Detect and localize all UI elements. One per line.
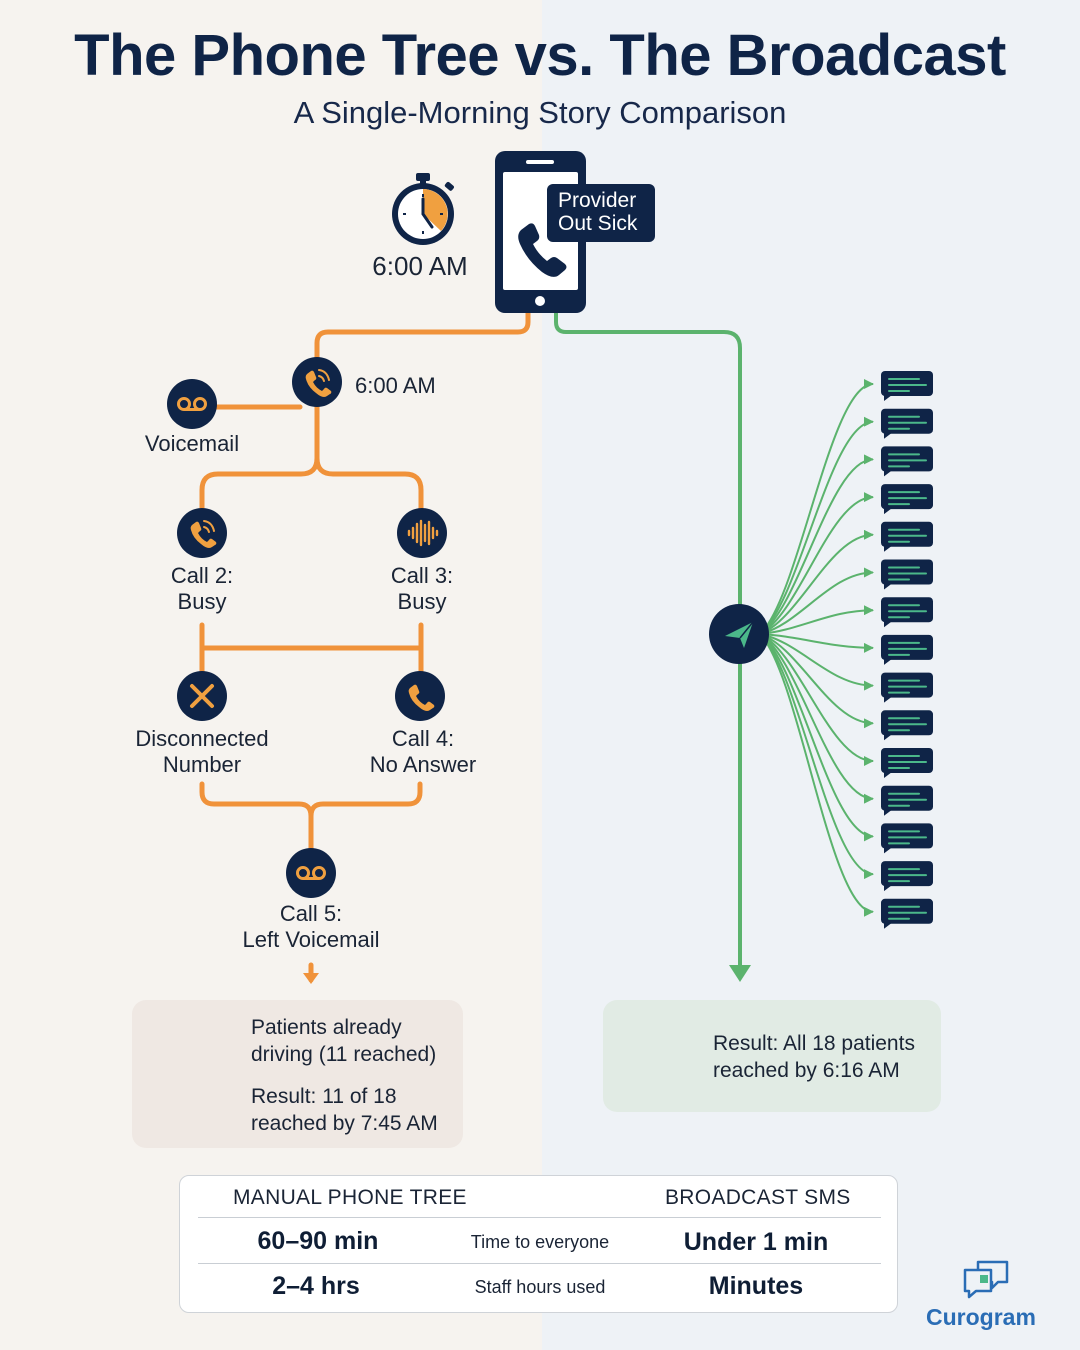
broadcast-result-card: Result: All 18 patients reached by 6:16 … (603, 1000, 941, 1112)
provider-out-sick-bubble: Provider Out Sick (547, 184, 655, 242)
down-arrow-icon (303, 973, 319, 984)
broadcast-line (759, 633, 874, 880)
broadcast-connectors (554, 312, 933, 982)
phone-tree-result-line-2: reached by 7:45 AM (251, 1112, 438, 1135)
first-call-time: 6:00 AM (355, 373, 436, 398)
phone-icon (395, 671, 445, 721)
message-bubble-icon (881, 371, 933, 401)
message-bubble-icon (881, 446, 933, 477)
table-row-1-right: Under 1 min (683, 1228, 829, 1256)
broadcast-line (759, 416, 874, 635)
message-bubble-icon (881, 634, 933, 665)
send-icon (709, 604, 769, 664)
page-subtitle: A Single-Morning Story Comparison (293, 95, 787, 130)
call-5-label: Call 5: Left Voicemail (221, 901, 401, 953)
message-bubble-icon (881, 861, 933, 892)
stopwatch-icon (392, 173, 454, 245)
broadcast-line (759, 633, 874, 653)
message-bubble-icon (881, 748, 933, 778)
broadcast-line (759, 633, 874, 729)
message-stack (881, 371, 933, 929)
broadcast-line (759, 633, 874, 766)
phone-tree-connectors (199, 309, 531, 983)
disconnected-label: Disconnected Number (122, 726, 282, 778)
message-bubble-icon (881, 408, 933, 439)
patients-driving-line-1: Patients already (251, 1016, 402, 1039)
table-row-1-left: 60–90 min (257, 1227, 379, 1255)
broadcast-line (759, 633, 874, 842)
broadcast-result-line-2: reached by 6:16 AM (713, 1059, 900, 1082)
broadcast-line (759, 633, 874, 804)
broadcast-line (759, 633, 874, 691)
right-column-header: BROADCAST SMS (665, 1186, 851, 1209)
patients-driving-text: Patients already driving (11 reached) (251, 1014, 436, 1068)
phone-tree-result-card: Patients already driving (11 reached) Re… (132, 1000, 463, 1148)
phone-tree-result-text: Result: 11 of 18 reached by 7:45 AM (251, 1083, 438, 1137)
disconnected-line-1: Disconnected (135, 726, 269, 751)
bubble-line-2: Out Sick (558, 212, 638, 235)
voicemail-icon (286, 848, 336, 898)
table-divider (198, 1217, 881, 1218)
left-column-header: MANUAL PHONE TREE (233, 1186, 467, 1209)
call-4-title: Call 4: (391, 726, 455, 751)
message-bubble-icon (881, 823, 933, 854)
table-row-1-metric: Time to everyone (470, 1232, 610, 1252)
table-row-2-right: Minutes (708, 1272, 804, 1300)
broadcast-result-line-1: Result: All 18 patients (713, 1032, 915, 1055)
page-title: The Phone Tree vs. The Broadcast (74, 23, 1006, 88)
bubble-line-1: Provider (558, 189, 637, 212)
message-bubble-icon (881, 521, 933, 552)
phone-call-icon (177, 508, 227, 558)
broadcast-line (759, 605, 874, 635)
broadcast-line (759, 567, 874, 635)
call-5-title: Call 5: (279, 901, 343, 926)
message-bubble-icon (881, 710, 933, 741)
message-bubble-icon (881, 898, 933, 929)
broadcast-line (759, 379, 874, 635)
voicemail-icon (167, 379, 217, 429)
audio-wave-icon (397, 508, 447, 558)
message-bubble-icon (881, 559, 933, 590)
message-bubble-icon (881, 672, 933, 703)
call-2-status: Busy (177, 589, 227, 614)
broadcast-fan-lines (759, 379, 874, 917)
table-row-2-metric: Staff hours used (474, 1277, 606, 1297)
phone-call-icon (292, 357, 342, 407)
broadcast-line (759, 492, 874, 635)
comparison-table: MANUAL PHONE TREE BROADCAST SMS 60–90 mi… (179, 1175, 898, 1313)
chat-bubbles-icon (963, 1260, 1009, 1299)
broadcast-result-text: Result: All 18 patients reached by 6:16 … (713, 1030, 915, 1084)
call-2-label: Call 2: Busy (142, 563, 262, 615)
call-5-status: Left Voicemail (242, 927, 380, 952)
message-bubble-icon (881, 484, 933, 515)
patients-driving-line-2: driving (11 reached) (251, 1043, 437, 1066)
broadcast-line (759, 633, 874, 917)
call-3-label: Call 3: Busy (362, 563, 482, 615)
broadcast-line (759, 529, 874, 635)
start-time-label: 6:00 AM (372, 251, 468, 281)
broadcast-line (759, 454, 874, 635)
call-2-title: Call 2: (170, 563, 234, 588)
voicemail-label: Voicemail (144, 431, 240, 456)
call-4-status: No Answer (369, 752, 477, 777)
call-4-label: Call 4: No Answer (343, 726, 503, 778)
brand-logo-text: Curogram (926, 1304, 1036, 1330)
call-3-title: Call 3: (390, 563, 454, 588)
phone-tree-result-line-1: Result: 11 of 18 (251, 1085, 397, 1108)
disconnected-line-2: Number (162, 752, 242, 777)
table-row-2-left: 2–4 hrs (272, 1272, 360, 1300)
call-3-status: Busy (397, 589, 447, 614)
table-divider (198, 1263, 881, 1264)
close-icon (177, 671, 227, 721)
message-bubble-icon (881, 597, 933, 628)
message-bubble-icon (881, 785, 933, 816)
